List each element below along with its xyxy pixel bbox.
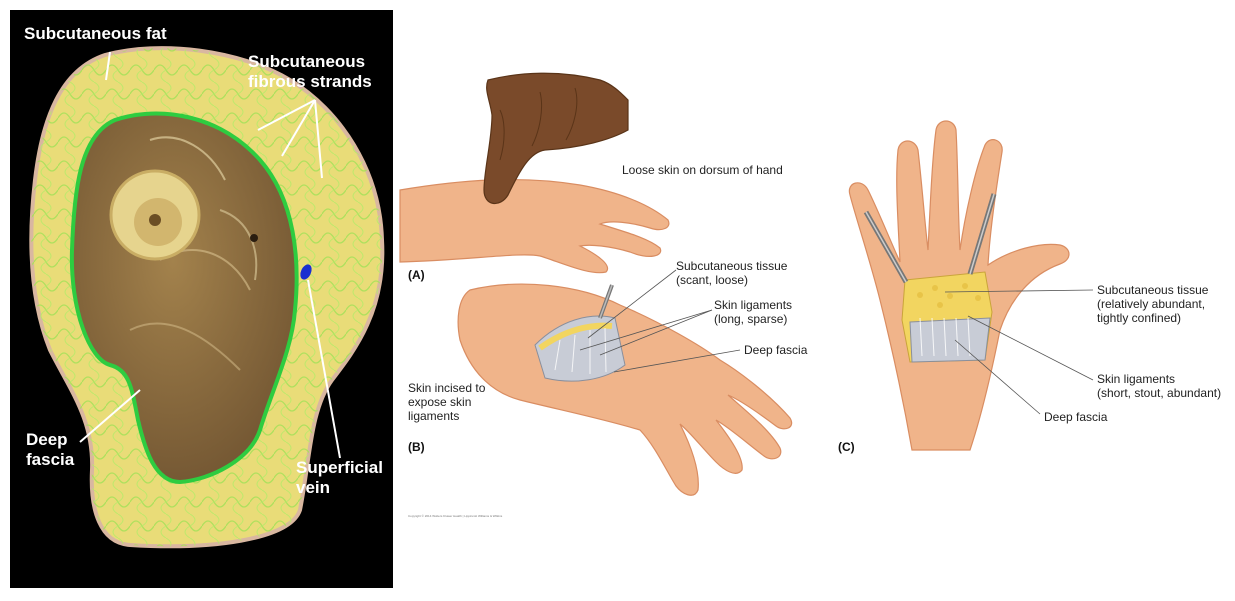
figure-c-tag: (C)	[838, 440, 855, 454]
figure-b-label-deep-fascia: Deep fascia	[744, 343, 808, 357]
figure-b-pointers	[579, 269, 741, 373]
figure-a-hand	[399, 72, 670, 274]
figure-a-tag: (A)	[408, 268, 425, 282]
figure-c-label-deep-fascia: Deep fascia	[1044, 410, 1108, 424]
label-superficial-vein: Superficial vein	[296, 458, 383, 497]
label-subcutaneous-fat: Subcutaneous fat	[24, 24, 167, 43]
label-subcutaneous-fibrous-strands: Subcutaneous fibrous strands	[248, 52, 372, 91]
figure-b-label-subcutaneous-tissue: Subcutaneous tissue (scant, loose)	[676, 259, 788, 287]
figure-c-pointers	[944, 289, 1094, 415]
cross-section-illustration	[29, 46, 385, 549]
figure-c-label-subcutaneous-tissue: Subcutaneous tissue (relatively abundant…	[1097, 283, 1209, 325]
figure-c-label-skin-ligaments: Skin ligaments (short, stout, abundant)	[1097, 372, 1222, 400]
figure-b-incision	[534, 315, 626, 382]
figure-b-caption: Skin incised to expose skin ligaments	[408, 381, 486, 423]
figure-b-tag: (B)	[408, 440, 425, 454]
cross-section-panel: Subcutaneous fat Subcutaneous fibrous st…	[10, 10, 393, 588]
figure-c-hand	[848, 120, 1070, 451]
figure-b-hand	[457, 283, 793, 496]
superficial-vein	[300, 264, 312, 280]
label-deep-fascia: Deep fascia	[26, 430, 75, 469]
figure-b-label-skin-ligaments: Skin ligaments (long, sparse)	[714, 298, 793, 326]
figure-a-caption: Loose skin on dorsum of hand	[622, 163, 783, 177]
copyright-notice: Copyright © 2014 Wolters Kluwer Health |…	[408, 514, 503, 518]
